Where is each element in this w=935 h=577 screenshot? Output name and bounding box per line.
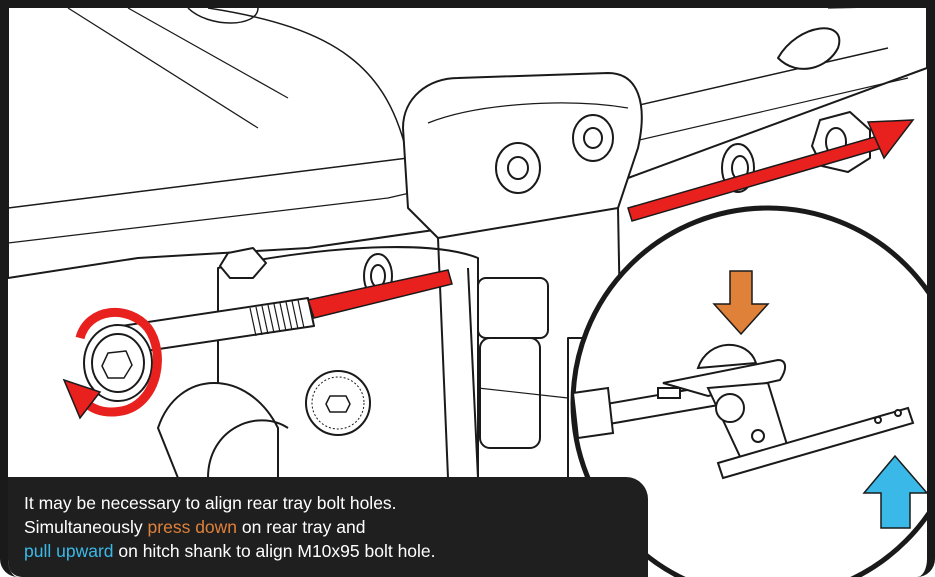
caption-line-3: pull upward on hitch shank to align M10x…: [24, 539, 632, 563]
caption-line-2: Simultaneously press down on rear tray a…: [24, 515, 632, 539]
arrow-down-icon: [712, 270, 770, 336]
assembly-illustration: [8, 8, 927, 577]
instruction-caption: It may be necessary to align rear tray b…: [8, 477, 648, 577]
arrow-up-icon: [862, 454, 927, 529]
rotate-arrow-icon: [75, 307, 162, 417]
caption-line-2-start: Simultaneously: [24, 517, 148, 537]
caption-line-2-end: on rear tray and: [237, 517, 366, 537]
caption-line-1: It may be necessary to align rear tray b…: [24, 493, 397, 513]
pull-upward-highlight: pull upward: [24, 541, 114, 561]
bolt-path-arrow: [307, 119, 915, 319]
inset-detail: [570, 205, 927, 577]
caption-line-3-end: on hitch shank to align M10x95 bolt hole…: [113, 541, 436, 561]
arrow-right-icon: [866, 119, 915, 160]
press-down-highlight: press down: [147, 517, 238, 537]
